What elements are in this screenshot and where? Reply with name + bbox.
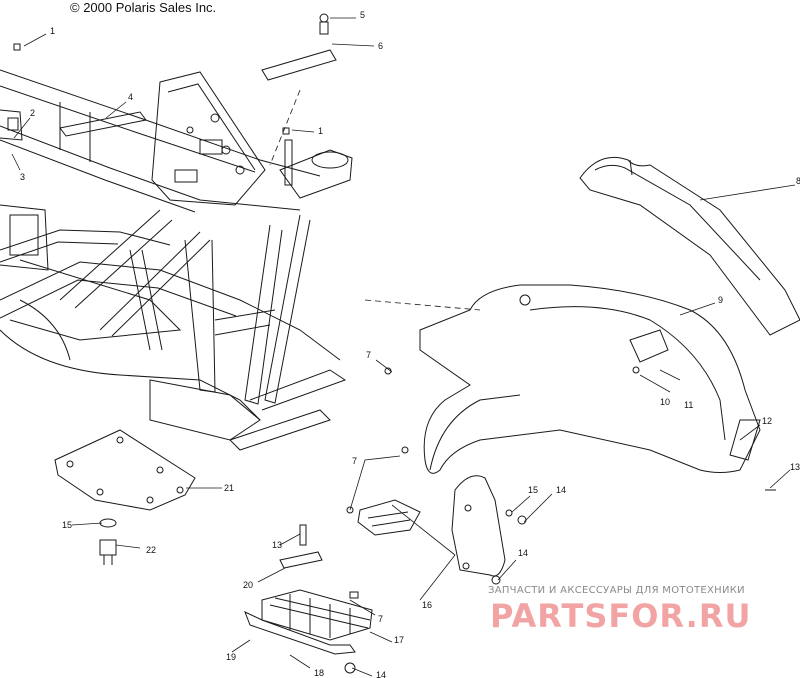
watermark-subtitle: ЗАПЧАСТИ И АКСЕССУАРЫ ДЛЯ МОТОТЕХНИКИ xyxy=(488,585,745,596)
callout-14b: 14 xyxy=(518,548,528,558)
leader-lines xyxy=(11,17,796,677)
callout-12: 12 xyxy=(762,416,772,426)
bracket-20 xyxy=(279,524,323,569)
callout-3: 3 xyxy=(20,172,25,182)
callout-17: 17 xyxy=(394,635,404,645)
callout-2: 2 xyxy=(30,108,35,118)
callout-22: 22 xyxy=(146,545,156,555)
front-fender-9 xyxy=(419,284,761,474)
callout-1a: 1 xyxy=(50,26,55,36)
callout-18: 18 xyxy=(314,668,324,678)
callout-20: 20 xyxy=(243,580,253,590)
skid-plate-21 xyxy=(54,429,196,511)
copyright-notice: © 2000 Polaris Sales Inc. xyxy=(70,0,217,15)
callout-1b: 1 xyxy=(318,126,323,136)
callout-21: 21 xyxy=(224,483,234,493)
mud-flap-16 xyxy=(451,475,506,577)
frame-assembly xyxy=(0,69,353,451)
step-plate-5 xyxy=(357,499,421,536)
callout-15b: 15 xyxy=(62,520,72,530)
callout-14a: 14 xyxy=(556,485,566,495)
callout-11: 11 xyxy=(684,400,693,410)
callout-5: 5 xyxy=(360,10,365,20)
bolt-22 xyxy=(99,518,117,565)
callout-10: 10 xyxy=(660,397,670,407)
callout-13b: 13 xyxy=(272,540,282,550)
callout-13a: 13 xyxy=(790,462,800,472)
callout-7b: 7 xyxy=(352,456,357,466)
bracket-6 xyxy=(261,13,337,81)
callout-9: 9 xyxy=(718,295,723,305)
fastener-1-top xyxy=(13,43,290,135)
hardware-misc xyxy=(344,366,776,674)
callout-7c: 7 xyxy=(378,614,383,624)
callout-14c: 14 xyxy=(376,670,386,678)
callout-4: 4 xyxy=(128,92,133,102)
callout-16: 16 xyxy=(422,600,432,610)
callout-15a: 15 xyxy=(528,485,538,495)
callout-8: 8 xyxy=(796,176,800,186)
footrest-17 xyxy=(244,589,373,655)
callout-7a: 7 xyxy=(366,350,371,360)
watermark-logo: PARTSFOR.RU xyxy=(490,597,752,635)
front-rack-cover-8 xyxy=(579,156,800,336)
callout-19: 19 xyxy=(226,652,236,662)
callout-numbers: 1 1 2 3 4 5 6 7 7 7 8 9 10 11 12 13 13 1… xyxy=(20,10,800,678)
callout-6: 6 xyxy=(378,41,383,51)
